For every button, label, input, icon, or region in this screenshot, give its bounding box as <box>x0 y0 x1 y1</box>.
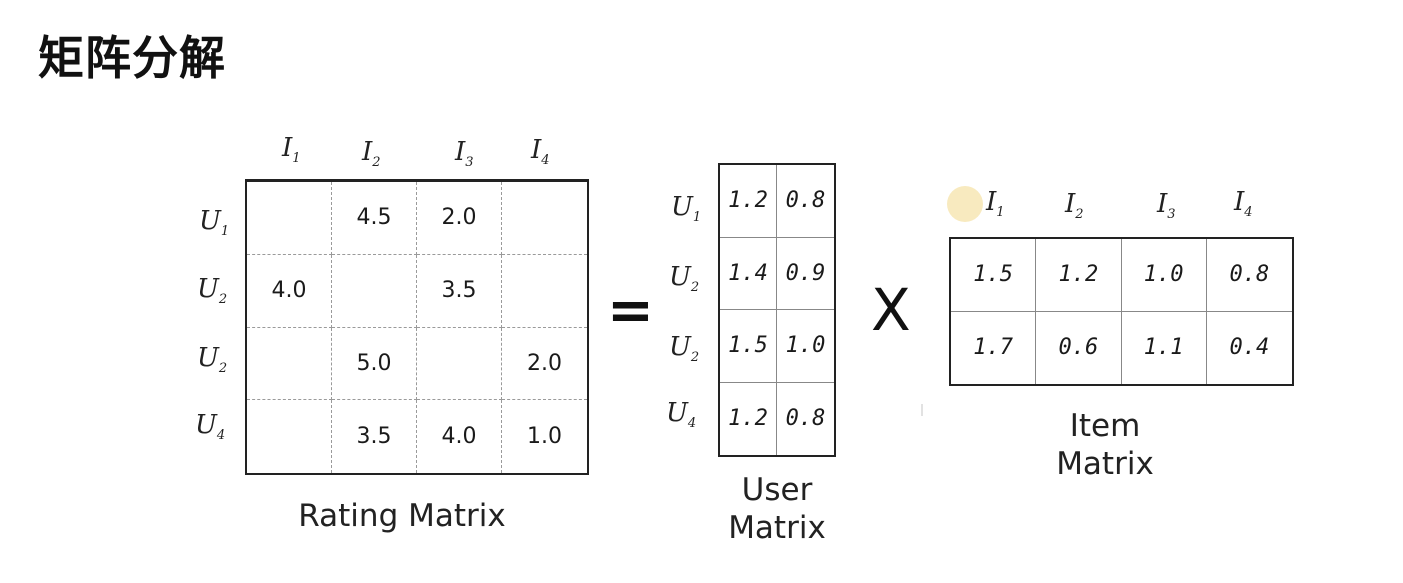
rating-cell: 4.0 <box>417 400 502 473</box>
item-cell: 1.7 <box>951 311 1037 384</box>
rating-cell: 3.5 <box>332 400 417 473</box>
user-cell: 1.0 <box>777 310 834 383</box>
rating-cell: 2.0 <box>417 182 502 255</box>
item-cell: 1.0 <box>1121 239 1207 312</box>
item-matrix-caption: Item Matrix <box>1040 407 1170 483</box>
label-letter: U <box>195 410 217 440</box>
rating-cell: 2.0 <box>502 328 587 401</box>
rating-row-label: U1 <box>199 206 229 239</box>
label-letter: U <box>669 332 691 362</box>
label-letter: I <box>1157 189 1168 219</box>
label-subscript: 1 <box>692 210 702 225</box>
user-matrix-caption: User Matrix <box>712 471 842 547</box>
user-cell: 1.4 <box>720 237 777 310</box>
label-subscript: 2 <box>218 361 228 376</box>
page-title: 矩阵分解 <box>38 31 226 85</box>
caption-line: User <box>741 472 813 508</box>
item-cell: 1.5 <box>951 239 1037 312</box>
label-subscript: 3 <box>465 155 474 170</box>
label-subscript: 3 <box>1167 207 1176 222</box>
item-cell: 0.8 <box>1206 239 1292 312</box>
rating-cell: 1.0 <box>527 424 562 450</box>
user-row-label: U2 <box>669 332 699 365</box>
user-cell: 0.9 <box>777 238 834 310</box>
rating-cell <box>247 182 332 255</box>
label-subscript: 2 <box>690 280 700 295</box>
rating-column-label: I4 <box>531 135 550 168</box>
label-letter: I <box>362 137 373 167</box>
label-subscript: 1 <box>220 224 230 239</box>
label-letter: U <box>197 274 219 304</box>
label-letter: U <box>671 192 693 222</box>
rating-cell <box>502 255 587 328</box>
label-letter: U <box>199 206 221 236</box>
rating-cell <box>247 327 332 401</box>
label-subscript: 4 <box>687 416 697 431</box>
item-column-label: I3 <box>1157 189 1176 222</box>
label-letter: U <box>666 398 688 428</box>
item-column-label: I1 <box>986 187 1005 220</box>
user-row-label: U1 <box>671 192 701 225</box>
label-subscript: 2 <box>1075 207 1084 222</box>
label-letter: I <box>1234 187 1245 217</box>
item-cell: 0.4 <box>1229 335 1270 361</box>
rating-column-label: I2 <box>362 137 381 170</box>
label-letter: I <box>282 133 293 163</box>
rating-cell <box>417 327 502 401</box>
rating-row-label: U2 <box>197 274 227 307</box>
label-subscript: 4 <box>541 153 550 168</box>
item-column-label: I2 <box>1065 189 1084 222</box>
rating-matrix-caption: Rating Matrix <box>298 498 506 534</box>
user-row-label: U4 <box>666 398 696 431</box>
rating-cell <box>502 182 587 255</box>
rating-cell <box>247 400 332 473</box>
caption-line: Matrix <box>728 510 826 546</box>
label-letter: I <box>455 137 466 167</box>
divider <box>921 404 923 416</box>
user-matrix: 1.2 0.8 1.4 0.9 1.5 1.0 1.2 0.8 <box>718 163 836 457</box>
rating-column-label: I1 <box>282 133 301 166</box>
label-letter: U <box>197 343 219 373</box>
user-cell: 1.2 <box>720 165 777 238</box>
rating-cell: 3.5 <box>417 254 502 328</box>
label-subscript: 2 <box>218 292 228 307</box>
label-subscript: 2 <box>372 155 381 170</box>
item-cell: 1.2 <box>1036 239 1122 312</box>
label-letter: I <box>531 135 542 165</box>
times-sign: X <box>871 276 911 344</box>
item-matrix: 1.5 1.2 1.0 0.8 1.7 0.6 1.1 0.4 <box>949 237 1294 386</box>
caption-line: Matrix <box>1056 446 1154 482</box>
rating-cell: 4.5 <box>332 182 417 255</box>
caption-line: Item <box>1069 408 1141 444</box>
item-column-label: I4 <box>1234 187 1253 220</box>
equals-sign: = <box>607 278 654 343</box>
label-subscript: 1 <box>996 205 1005 220</box>
item-cell: 1.1 <box>1122 311 1207 384</box>
rating-row-label: U4 <box>195 410 225 443</box>
label-subscript: 1 <box>292 151 301 166</box>
user-cell: 1.2 <box>720 382 777 455</box>
rating-row-label: U2 <box>197 343 227 376</box>
label-subscript: 4 <box>1244 205 1253 220</box>
label-subscript: 4 <box>216 428 226 443</box>
rating-cell <box>332 254 417 328</box>
user-cell: 1.5 <box>720 310 777 383</box>
rating-matrix: 4.5 2.0 4.0 3.5 5.0 2.0 3.5 4.0 1.0 <box>245 179 589 475</box>
item-cell: 0.6 <box>1036 311 1122 384</box>
user-cell: 0.8 <box>777 165 834 238</box>
rating-cell: 4.0 <box>247 254 332 328</box>
rating-column-label: I3 <box>455 137 474 170</box>
label-letter: I <box>1065 189 1076 219</box>
cursor-highlight <box>947 186 983 222</box>
label-letter: U <box>669 262 691 292</box>
label-subscript: 2 <box>690 350 700 365</box>
rating-cell: 5.0 <box>332 327 417 401</box>
label-letter: I <box>986 187 997 217</box>
user-cell: 0.8 <box>785 406 826 432</box>
user-row-label: U2 <box>669 262 699 295</box>
